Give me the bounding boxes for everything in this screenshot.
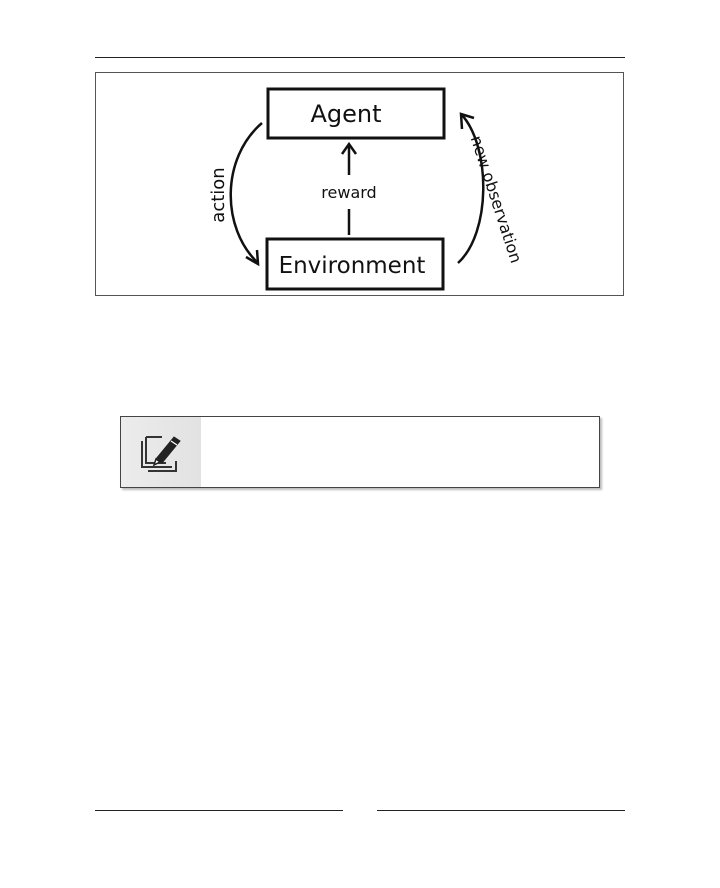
observation-arrow	[457, 114, 485, 264]
reward-arrowhead	[340, 141, 358, 155]
environment-label: Environment	[279, 253, 426, 279]
agent-environment-diagram: Agent Environment reward action new obse…	[208, 87, 526, 291]
figure-frame: Agent Environment reward action new obse…	[95, 72, 624, 296]
action-arrowhead	[245, 249, 260, 267]
note-icon-panel	[121, 417, 201, 487]
action-arrow	[229, 122, 263, 264]
action-label: action	[208, 167, 229, 222]
header-rule	[95, 57, 625, 58]
environment-box	[265, 237, 445, 291]
observation-label: new observation	[467, 133, 526, 265]
observation-arrowhead	[459, 112, 475, 130]
agent-label: Agent	[310, 100, 381, 128]
pen-paper-icon	[141, 436, 181, 472]
reward-label: reward	[321, 183, 376, 202]
footer-page-number-gap	[343, 806, 377, 814]
agent-box	[266, 87, 446, 140]
note-box	[120, 416, 600, 488]
